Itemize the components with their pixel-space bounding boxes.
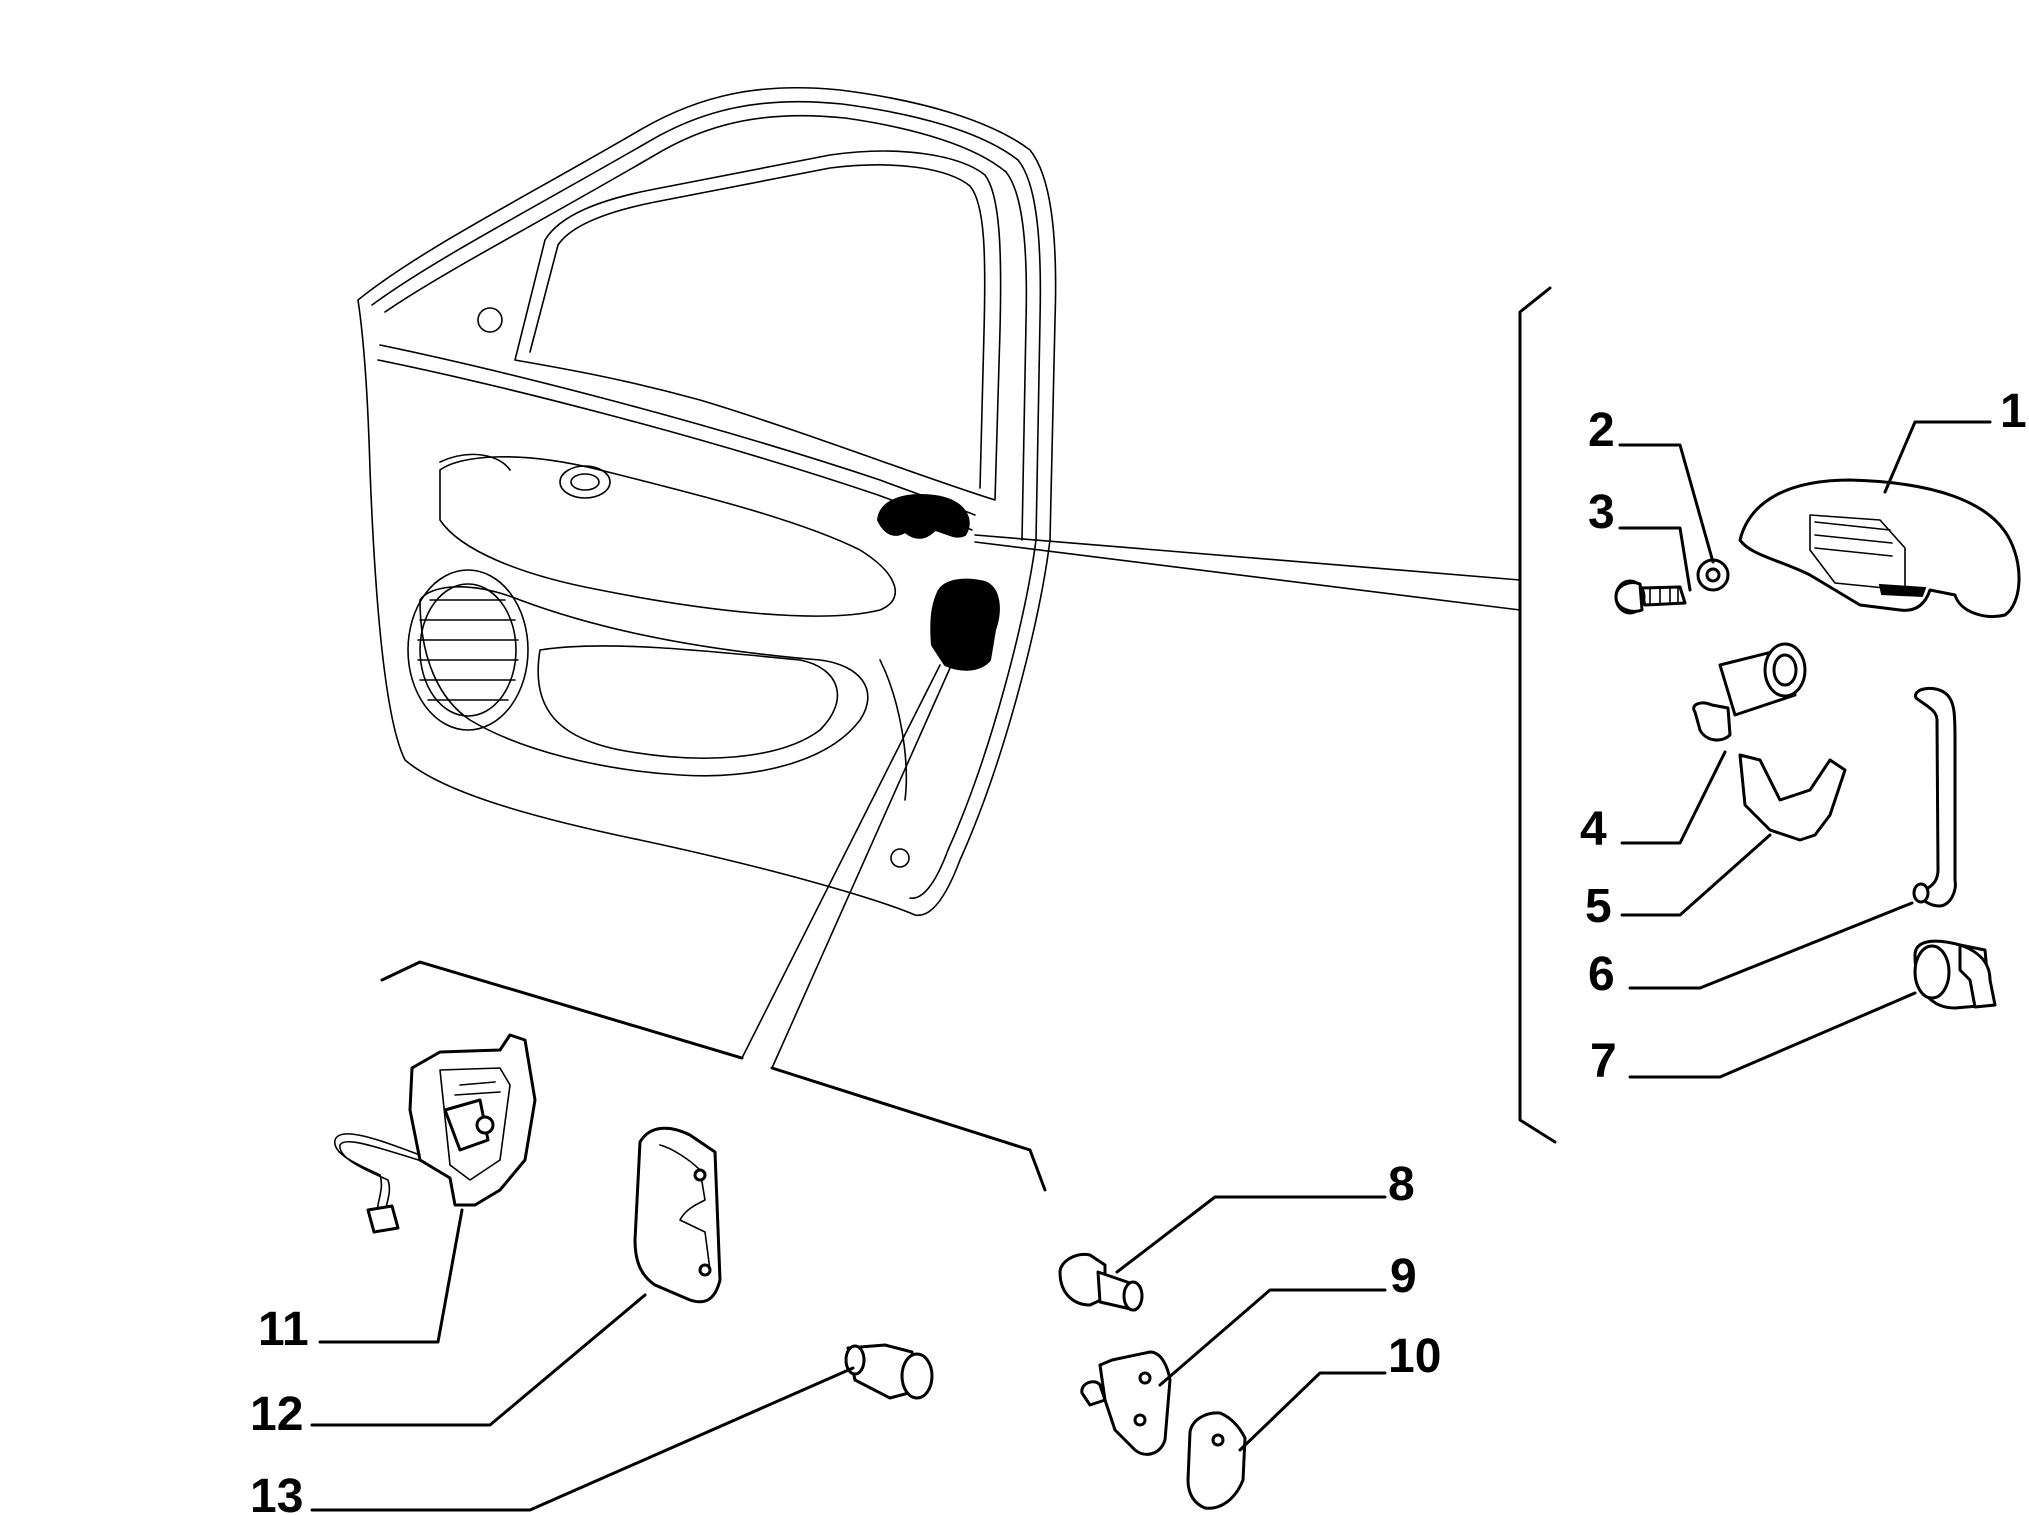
callout-6: 6: [1588, 948, 1615, 1001]
lock-location-highlight: [930, 578, 1000, 671]
part-13-striker-pin: [844, 1343, 934, 1400]
group-bracket-right: [974, 286, 1557, 1144]
part-1-door-handle: [1738, 478, 2021, 618]
part-8-bolt: [1058, 1252, 1144, 1312]
part-4-lock-cylinder: [1692, 642, 1807, 742]
callout-4: 4: [1580, 803, 1607, 856]
callout-9: 9: [1390, 1250, 1417, 1303]
part-9-striker-plate: [1080, 1350, 1172, 1456]
leader-lines: [310, 420, 1992, 1512]
part-10-shim: [1186, 1411, 1247, 1510]
callout-10: 10: [1388, 1330, 1441, 1383]
callout-12: 12: [250, 1388, 303, 1441]
part-11-door-lock: [334, 1033, 537, 1234]
callout-7: 7: [1590, 1035, 1617, 1088]
group-bracket-bottom: [380, 664, 1047, 1192]
speaker-grille: [407, 569, 529, 731]
part-12-spacer-plate: [633, 1126, 722, 1304]
part-6-rod: [1912, 686, 1957, 908]
rear-door-outline: [357, 86, 1057, 917]
callout-13: 13: [250, 1470, 303, 1515]
callout-11: 11: [258, 1303, 309, 1356]
callout-1: 1: [2000, 385, 2027, 438]
callout-2: 2: [1588, 404, 1615, 457]
handle-location-highlight: [876, 494, 970, 539]
part-7-grommet: [1913, 939, 1997, 1010]
part-2-washer: [1696, 558, 1730, 592]
callout-8: 8: [1388, 1158, 1415, 1211]
part-3-screw: [1614, 579, 1687, 615]
part-5-bracket: [1738, 753, 1847, 842]
callout-labels: 1 2 3 4 5 6 7 8 9 10 11 12 13: [250, 385, 2027, 1515]
callout-3: 3: [1588, 486, 1615, 539]
callout-5: 5: [1585, 880, 1612, 933]
